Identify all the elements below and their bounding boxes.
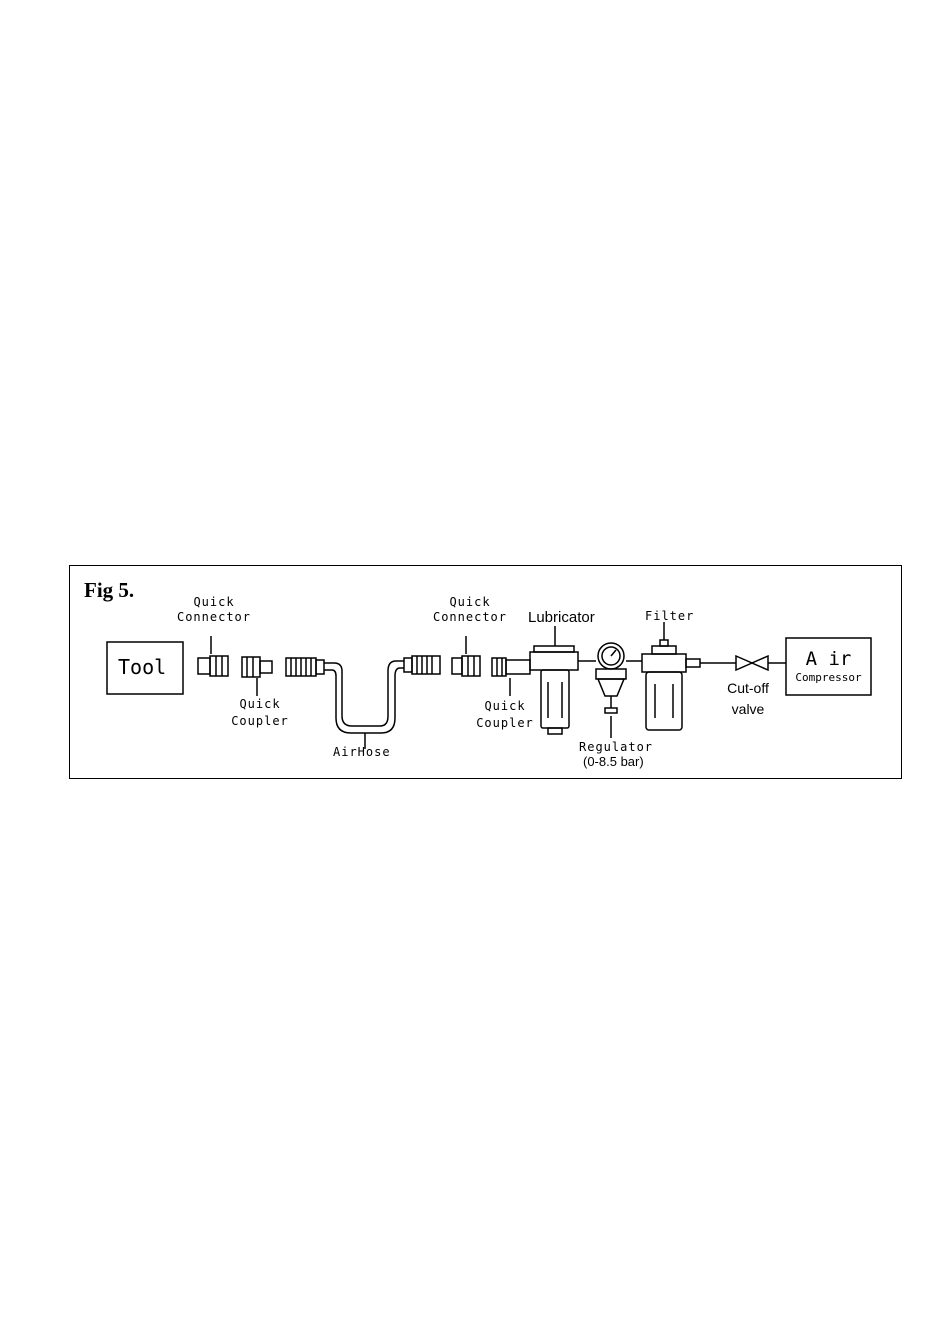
filter-label: Filter [645, 610, 694, 622]
figure-title: Fig 5. [84, 580, 134, 601]
quick-connector-2-line-2: Connector [428, 611, 512, 623]
filter-icon [642, 622, 700, 730]
air-hose-label: AirHose [333, 746, 391, 758]
quick-coupler-1-label: Quick Coupler [220, 698, 300, 727]
quick-connector-2-line-1: Quick [428, 596, 512, 608]
lubricator-icon [530, 626, 596, 734]
quick-coupler-2-label: Quick Coupler [472, 700, 538, 729]
quick-connector-2-icon [452, 636, 480, 676]
tool-label: Tool [118, 657, 166, 677]
quick-coupler-1-icon [242, 657, 272, 696]
quick-coupler-2-line-1: Quick [472, 700, 538, 712]
quick-coupler-2-line-2: Coupler [472, 717, 538, 729]
regulator-label: Regulator [579, 741, 653, 753]
air-hose-icon [324, 661, 404, 749]
cutoff-valve-line-1: Cut-off [718, 681, 778, 695]
quick-coupler-1-line-1: Quick [220, 698, 300, 710]
quick-connector-1-line-1: Quick [174, 596, 254, 608]
fig5-diagram: Fig 5. Tool Quick Connector Quick Couple… [69, 565, 902, 779]
lubricator-label: Lubricator [528, 610, 595, 625]
quick-coupler-1-line-2: Coupler [220, 715, 300, 727]
air-compressor-line-2: Compressor [786, 672, 871, 683]
quick-connector-1-label: Quick Connector [174, 596, 254, 623]
regulator-range-label: (0-8.5 bar) [583, 755, 644, 768]
cutoff-valve-icon [736, 656, 786, 670]
quick-connector-1-icon [198, 636, 228, 676]
air-hose-left-fitting-icon [286, 658, 324, 676]
air-compressor-line-1: A ir [786, 650, 871, 669]
cutoff-valve-line-2: valve [718, 702, 778, 716]
cutoff-valve-label: Cut-off valve [718, 681, 778, 716]
regulator-icon [596, 643, 642, 738]
air-hose-right-fitting-icon [404, 656, 440, 674]
air-compressor-label: A ir Compressor [786, 650, 871, 683]
quick-connector-2-label: Quick Connector [428, 596, 512, 623]
quick-connector-1-line-2: Connector [174, 611, 254, 623]
quick-coupler-2-icon [492, 658, 530, 696]
